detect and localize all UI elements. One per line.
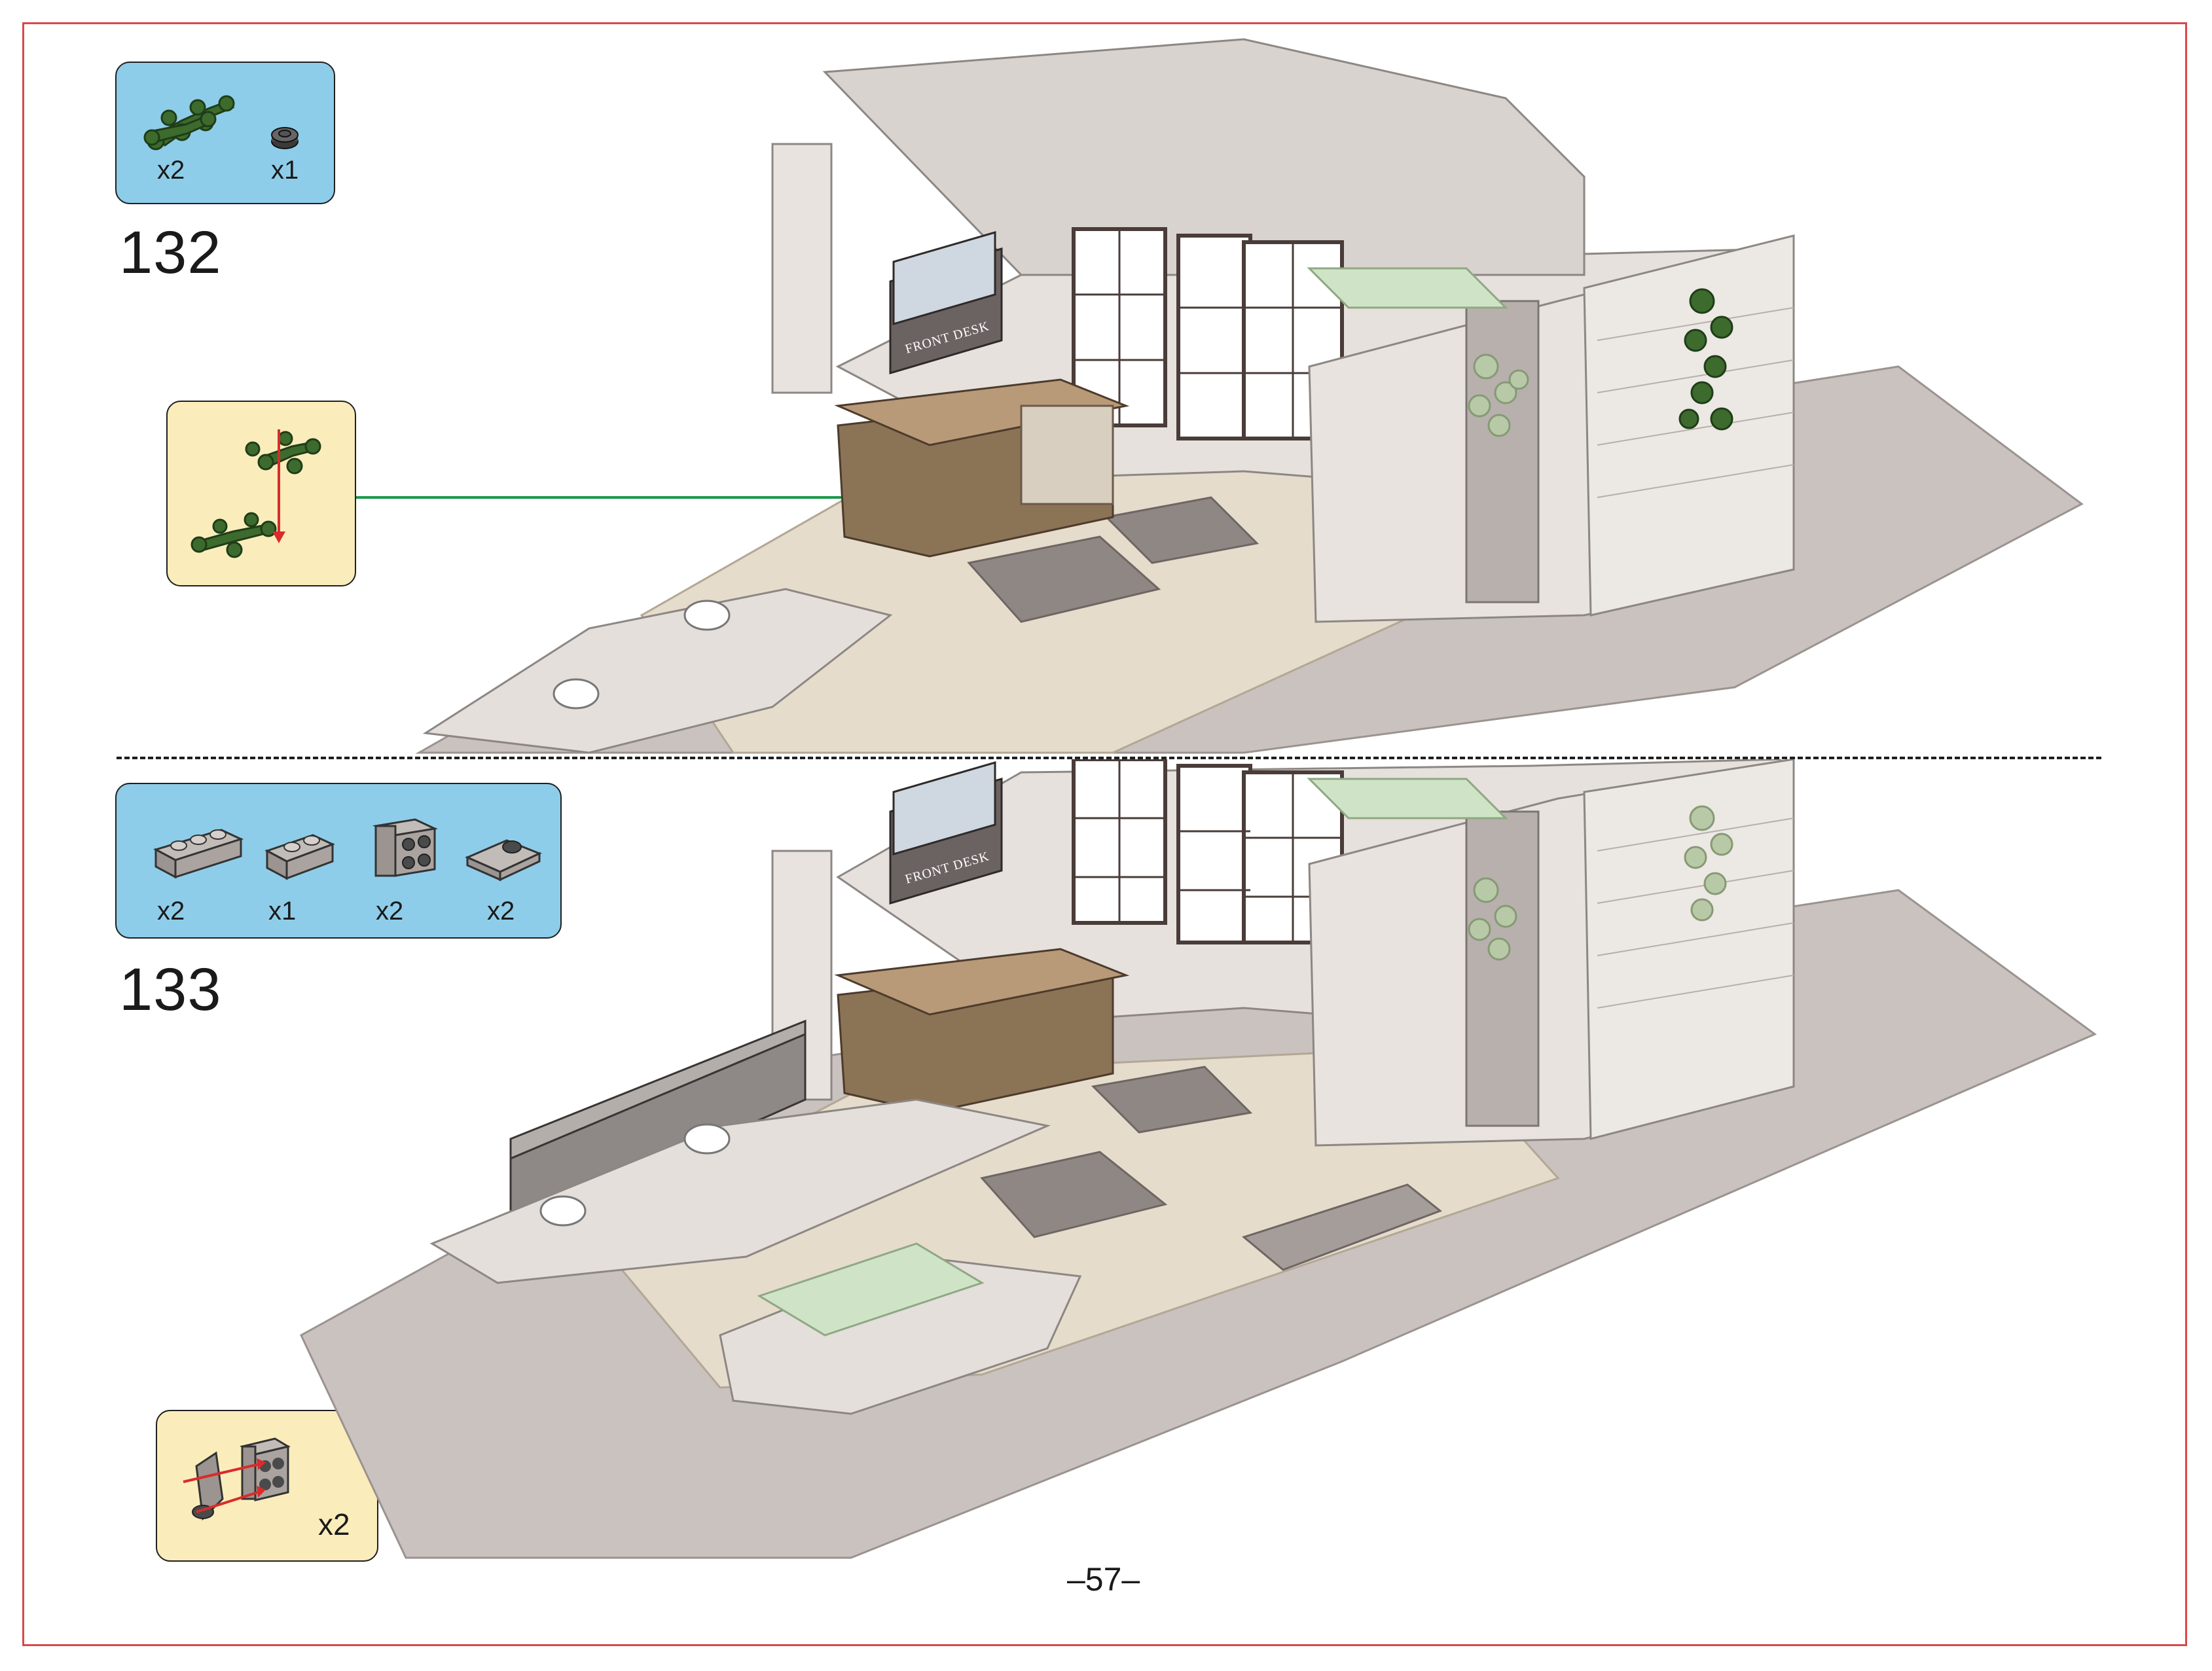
subassembly-qty: x2	[318, 1507, 350, 1541]
sunken-bench	[1241, 1183, 1442, 1271]
subassembly-box-step-132	[166, 401, 356, 586]
model-scene-step-132: FRONT DESK	[415, 38, 2084, 754]
leaf-assembly-icon	[190, 429, 321, 558]
brick-1x2-gray-icon	[264, 834, 335, 880]
parts-box-step-133: x2 x1 x2 x2	[115, 783, 562, 939]
round-plate-dark-icon	[271, 127, 299, 149]
parts-qty-2: x1	[268, 897, 297, 925]
page-frame	[22, 22, 2187, 1646]
leaf-branch-green-icon	[143, 95, 235, 151]
left-planter-section	[422, 588, 893, 754]
parts-box-step-132: x2 x1	[115, 62, 335, 204]
vine-pale	[1468, 353, 1529, 437]
brick-1x3-gray-icon	[153, 829, 244, 879]
parts-qty-2: x1	[271, 156, 299, 185]
left-planter-section	[429, 1098, 1051, 1284]
model-scene-step-133: FRONT DESK	[300, 759, 2097, 1559]
parts-qty-3: x2	[376, 897, 404, 925]
page-number: –57–	[1067, 1561, 1140, 1598]
vine-pale	[1468, 805, 1733, 961]
step-number-133: 133	[119, 956, 222, 1023]
step-divider	[117, 757, 2101, 759]
step-number-132: 132	[119, 219, 222, 286]
slope-gray-icon	[465, 839, 542, 882]
parts-qty-4: x2	[487, 897, 515, 925]
vine-placed	[1678, 288, 1733, 431]
subassembly-box-step-133: x2	[156, 1410, 378, 1562]
parts-qty-1: x2	[157, 156, 185, 185]
slope-on-brick-assembly-icon	[183, 1437, 291, 1521]
parts-qty-1: x2	[157, 897, 185, 925]
brick-2x2-modified-icon	[372, 818, 439, 877]
